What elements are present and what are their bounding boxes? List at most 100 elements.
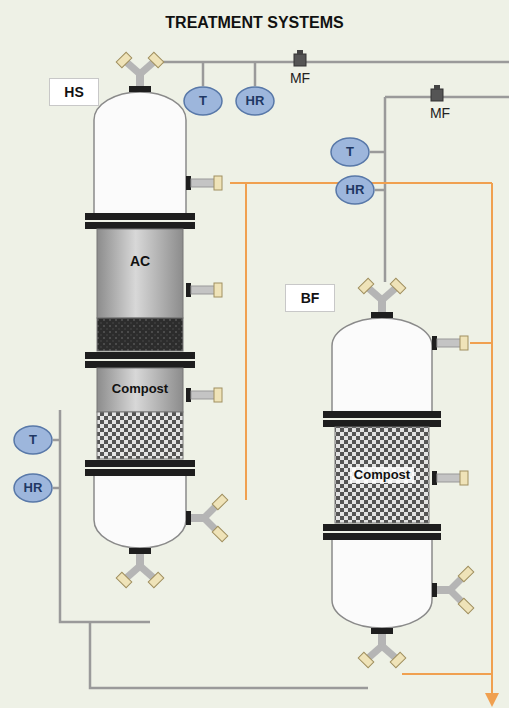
- media-name: Compost: [112, 382, 168, 397]
- sensor-circle: HR: [335, 175, 375, 205]
- flange: [85, 361, 195, 368]
- flange: [129, 548, 151, 554]
- flange: [186, 176, 191, 190]
- gas-pipe: [90, 622, 368, 688]
- valve-cap: [460, 336, 468, 350]
- sensor-circle: HR: [13, 473, 53, 503]
- valve-cap: [116, 52, 132, 68]
- flange: [85, 352, 195, 359]
- media-name: AC: [130, 253, 150, 269]
- column-label-box: HS: [49, 78, 99, 106]
- port-tube: [191, 179, 215, 187]
- diagram-title: TREATMENT SYSTEMS: [0, 14, 509, 32]
- flow-meter: [294, 54, 306, 66]
- valve-cap: [458, 566, 474, 582]
- valve-cap: [358, 652, 374, 668]
- flange: [186, 388, 191, 402]
- flange: [432, 471, 437, 485]
- valve-cap: [390, 278, 406, 294]
- column-name: HS: [64, 84, 83, 100]
- vessel-dome: [332, 540, 432, 628]
- sensor-label: HR: [246, 94, 265, 109]
- leachate-pipe: [402, 673, 492, 675]
- flange: [129, 86, 151, 92]
- column-name: BF: [301, 290, 320, 306]
- valve-cap: [212, 526, 228, 542]
- flow-meter-label: MF: [290, 70, 310, 86]
- sensor-ellipse: [184, 87, 222, 115]
- vessel-section: [97, 412, 183, 459]
- sensor-ellipse: [14, 474, 52, 502]
- flange: [186, 283, 191, 297]
- gas-pipe: [385, 96, 509, 99]
- flange: [186, 511, 191, 525]
- flange: [323, 411, 441, 418]
- sensor-ellipse: [236, 87, 274, 115]
- valve-cap: [358, 278, 374, 294]
- sensor-circle: T: [13, 425, 53, 455]
- leachate-pipe: [245, 183, 247, 500]
- gas-pipe: [375, 189, 385, 192]
- sensor-label: T: [346, 145, 354, 160]
- sensor-circle: T: [330, 137, 370, 167]
- vessel-section: [97, 229, 183, 318]
- gas-pipe: [202, 62, 205, 86]
- gas-pipe: [53, 439, 60, 442]
- flange: [85, 222, 195, 229]
- gas-pipe: [158, 61, 509, 64]
- flow-meter-label: MF: [430, 105, 450, 121]
- outflow-pipe: [491, 183, 493, 700]
- sensor-label: HR: [24, 481, 43, 496]
- sensor-label: T: [199, 94, 207, 109]
- flange: [432, 583, 437, 597]
- flange: [371, 628, 393, 634]
- leachate-pipe: [470, 342, 492, 344]
- flange: [323, 533, 441, 540]
- port-tube: [437, 339, 461, 347]
- sensor-ellipse: [14, 426, 52, 454]
- vessel-dome: [94, 476, 186, 548]
- vessel-dome: [94, 92, 186, 214]
- valve-cap: [116, 572, 132, 588]
- flange: [371, 312, 393, 318]
- gas-pipe: [370, 151, 385, 154]
- sensor-circle: T: [183, 86, 223, 116]
- port-tube: [437, 474, 461, 482]
- valve-cap: [458, 598, 474, 614]
- flange: [85, 213, 195, 220]
- flange: [85, 460, 195, 467]
- flow-meter-cap: [297, 50, 303, 54]
- flange: [323, 420, 441, 427]
- flow-meter-cap: [434, 85, 440, 89]
- sensor-label: HR: [346, 183, 365, 198]
- valve-cap: [460, 471, 468, 485]
- vessel-section: [335, 427, 429, 523]
- vessel-section: [97, 368, 183, 412]
- valve-cap: [148, 52, 164, 68]
- sensor-ellipse: [336, 176, 374, 204]
- column-label-box: BF: [285, 284, 335, 312]
- vessel-dome: [332, 318, 432, 412]
- valve-cap: [148, 572, 164, 588]
- port-tube: [191, 286, 215, 294]
- port-tube: [191, 391, 215, 399]
- valve-cap: [214, 283, 222, 297]
- flow-meter: [431, 89, 443, 101]
- sensor-ellipse: [331, 138, 369, 166]
- sensor-circle: HR: [235, 86, 275, 116]
- valve-cap: [212, 494, 228, 510]
- flange: [85, 469, 195, 476]
- flange: [432, 336, 437, 350]
- valve-cap: [214, 176, 222, 190]
- sensor-label: T: [29, 433, 37, 448]
- media-section: Compost: [100, 368, 180, 412]
- media-name: Compost: [350, 467, 414, 484]
- vessel-section: [97, 318, 183, 351]
- media-section: Compost: [335, 427, 429, 523]
- valve-cap: [214, 388, 222, 402]
- gas-pipe: [254, 62, 257, 86]
- gas-pipe: [53, 487, 60, 490]
- media-section: AC: [100, 229, 180, 318]
- valve-cap: [390, 652, 406, 668]
